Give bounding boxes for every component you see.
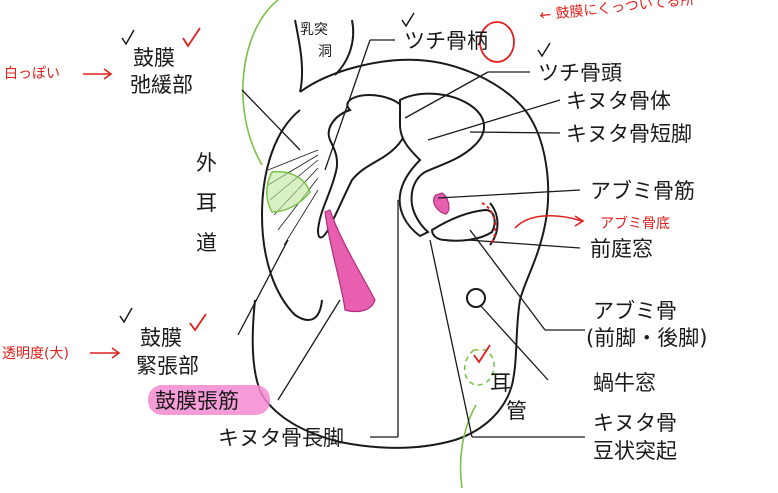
label-external-canal-2: 耳 (196, 191, 217, 215)
label-antrum-1: 乳突 (300, 22, 328, 38)
label-stapedius: アブミ骨筋 (590, 179, 695, 203)
stapes-base-marker (481, 202, 497, 246)
tympanic-membrane (260, 109, 323, 321)
label-tympanic-flaccid-2: 弛緩部 (130, 73, 193, 97)
red-arrows (83, 68, 585, 359)
label-stapes-1: アブミ骨 (593, 299, 677, 323)
red-check-marks (182, 27, 491, 364)
annotation-attached: ← 鼓膜にくっついてる所 (539, 0, 695, 24)
label-eustachian-2: 管 (506, 399, 527, 423)
handle-circle-mark (479, 21, 515, 63)
label-malleus-handle: ツチ骨柄 (404, 29, 488, 53)
label-lenticular-1: キヌタ骨 (593, 411, 677, 435)
antrum-outline-right (334, 19, 355, 76)
label-stapes-2: (前脚・後脚) (586, 326, 707, 350)
label-incus-body: キヌタ骨体 (566, 89, 671, 113)
label-tympanic-tense-2: 緊張部 (136, 354, 199, 378)
antrum-outline (294, 19, 304, 93)
label-incus-short-process: キヌタ骨短脚 (566, 122, 692, 146)
label-antrum-2: 洞 (318, 44, 332, 60)
label-lenticular-2: 豆状突起 (593, 439, 677, 463)
round-window (466, 288, 486, 308)
stapes (430, 208, 496, 242)
annotation-stapes-base: アブミ骨底 (600, 215, 670, 232)
tympanic-cavity-outline (251, 58, 550, 449)
green-annotation-curve (242, 0, 279, 166)
tensor-tympani-muscle (324, 209, 376, 313)
label-external-canal-1: 外 (196, 151, 217, 175)
label-incus-long-process: キヌタ骨長脚 (218, 426, 344, 450)
label-tympanic-tense-1: 鼓膜 (140, 326, 182, 350)
annotation-transparency: 透明度(大) (2, 346, 69, 362)
annotation-whitish: 白っぽい (4, 66, 60, 82)
label-round-window: 蝸牛窓 (593, 371, 656, 395)
label-tensor-tympani: 鼓膜張筋 (155, 389, 239, 413)
label-external-canal-3: 道 (196, 231, 217, 255)
label-tympanic-flaccid-1: 鼓膜 (133, 46, 175, 70)
label-malleus-head: ツチ骨頭 (538, 61, 622, 85)
flaccid-part-highlight (266, 170, 311, 213)
label-eustachian-1: 耳 (490, 371, 511, 395)
green-eustachian-marker (463, 349, 495, 386)
check-marks (119, 12, 551, 324)
label-oval-window: 前庭窓 (590, 237, 653, 261)
tensor-label-highlight (148, 385, 270, 415)
pointer-lines (237, 39, 585, 438)
stapedius-muscle (433, 192, 450, 215)
green-tube-line (459, 404, 477, 489)
